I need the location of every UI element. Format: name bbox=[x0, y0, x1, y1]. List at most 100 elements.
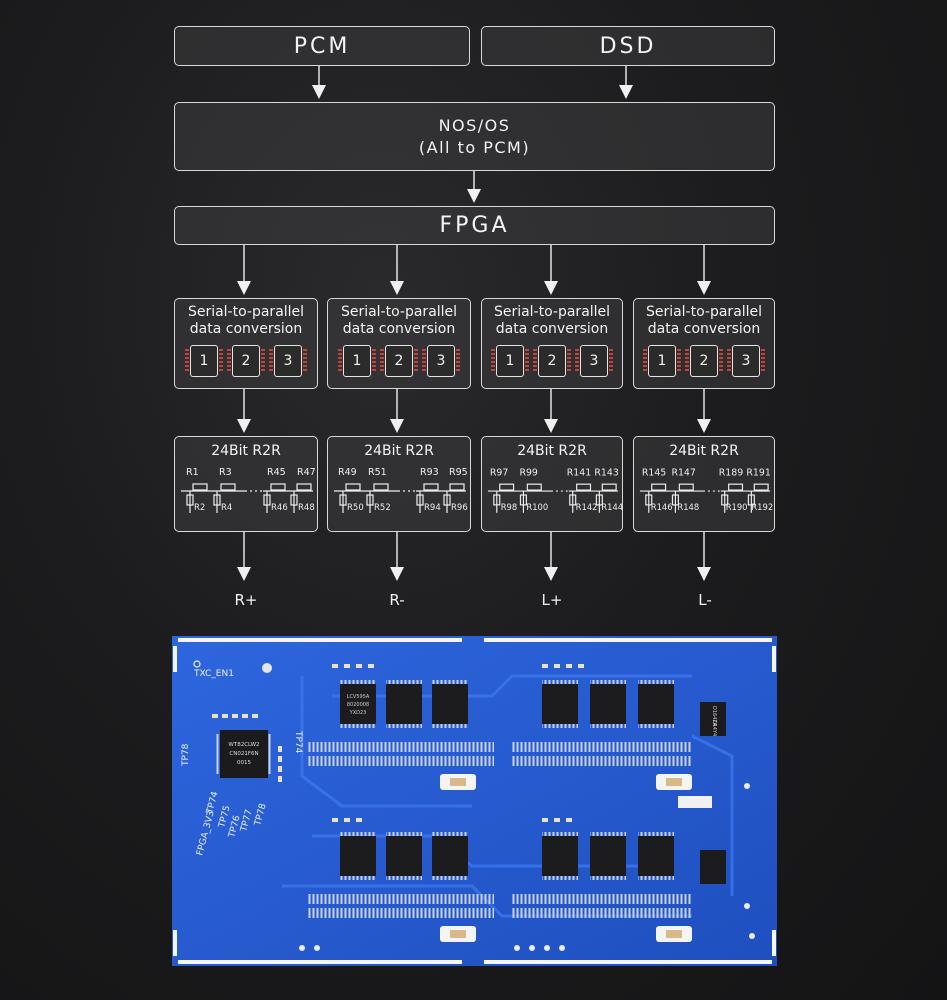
converter-subtitle: data conversion bbox=[189, 321, 303, 337]
fpga-mark-text: 0015 bbox=[237, 760, 251, 766]
fpga-mark-text: WT82CLW2 bbox=[228, 742, 259, 748]
dsd-label: DSD bbox=[599, 33, 657, 59]
r2r-ladder-diagram: R145 R147 R189 R191 R146 R148 R190 R192 bbox=[639, 467, 773, 513]
resistor-label: R45 bbox=[267, 467, 286, 478]
mounting-pad bbox=[262, 663, 272, 673]
r2r-title: 24Bit R2R bbox=[517, 443, 587, 459]
resistor-label: R99 bbox=[519, 467, 537, 478]
r2r-ladder-diagram: R49 R51 R93 R95 R50 R52 R94 R96 bbox=[334, 467, 468, 513]
crystal-oscillators bbox=[440, 774, 692, 942]
resistor-label: R95 bbox=[449, 467, 468, 478]
shift-register-chip: 2 bbox=[685, 345, 723, 377]
ladder-rail bbox=[181, 483, 313, 513]
ladder-rail bbox=[334, 483, 466, 513]
silk-label: TXC_EN1 bbox=[193, 669, 234, 679]
shift-register-chip: 3 bbox=[422, 345, 460, 377]
resistor-label: R192 bbox=[751, 502, 773, 512]
resistor-label: R97 bbox=[490, 467, 508, 478]
shift-register-chip: 3 bbox=[269, 345, 307, 377]
resistor-label: R143 bbox=[594, 467, 618, 478]
ladder-rail bbox=[487, 483, 619, 513]
resistor-label: R189 bbox=[719, 467, 743, 478]
converter-title: Serial-to-parallel bbox=[645, 304, 763, 320]
shift-register-chip: 2 bbox=[533, 345, 571, 377]
fpga-mark-text: CN021F6N bbox=[229, 751, 258, 757]
resistor-label: R100 bbox=[526, 502, 548, 512]
smd-components bbox=[212, 664, 584, 822]
resistor-label: R96 bbox=[451, 503, 468, 513]
resistor-label: R141 bbox=[567, 467, 591, 478]
shift-register-chip: 2 bbox=[380, 345, 418, 377]
output-label-r-minus: R- bbox=[389, 591, 405, 609]
silk-label: TP78 bbox=[181, 743, 191, 767]
shift-register-chip: 3 bbox=[727, 345, 765, 377]
fiducial-mark bbox=[193, 660, 201, 668]
nos-os-label: NOS/OS bbox=[438, 115, 511, 135]
nos-os-box: NOS/OS (All to PCM) bbox=[174, 102, 775, 171]
r2r-ladder-diagram: R97 R99 R141 R143 R98 R100 R142 R144 bbox=[487, 467, 623, 513]
resistor-label: R51 bbox=[368, 467, 387, 478]
chip-mark: YXD23 bbox=[349, 710, 367, 716]
resistor-label: R191 bbox=[746, 467, 770, 478]
shift-register-chip: 3 bbox=[575, 345, 613, 377]
chip-mark: LCV595A bbox=[347, 694, 370, 700]
r2r-box-3: 24Bit R2R R97 R99 R141 R143 R98 R100 R14… bbox=[481, 436, 623, 532]
fpga-label: FPGA bbox=[439, 213, 510, 238]
resistor-network-strips bbox=[308, 742, 692, 918]
resistor-label: R2 bbox=[194, 503, 205, 513]
resistor-label: R145 bbox=[642, 467, 666, 478]
flow-arrows bbox=[237, 66, 711, 581]
output-driver-chips: D1642A CR4Y4 bbox=[678, 702, 726, 884]
board-edge-marks bbox=[173, 638, 776, 964]
converter-subtitle: data conversion bbox=[647, 321, 761, 337]
driver-mark: D1642A bbox=[711, 706, 717, 727]
output-label-l-minus: L- bbox=[698, 591, 712, 609]
resistor-label: R94 bbox=[424, 503, 441, 513]
pcm-label: PCM bbox=[293, 33, 351, 59]
resistor-label: R144 bbox=[601, 502, 623, 512]
resistor-label: R47 bbox=[297, 467, 316, 478]
r2r-box-2: 24Bit R2R R49 R51 R93 R95 R50 R52 R94 R9… bbox=[327, 436, 471, 532]
r2r-box-1: 24Bit R2R R1 R3 R45 R47 R2 R4 R46 R48 bbox=[174, 436, 318, 532]
resistor-label: R48 bbox=[298, 503, 315, 513]
converter-title: Serial-to-parallel bbox=[340, 304, 458, 320]
resistor-label: R142 bbox=[576, 502, 598, 512]
shift-register-chips-top-right bbox=[542, 680, 674, 728]
silk-label: TP74 bbox=[293, 730, 303, 754]
shift-register-chip: 1 bbox=[643, 345, 681, 377]
nos-os-sublabel: (All to PCM) bbox=[418, 137, 531, 157]
converter-subtitle: data conversion bbox=[495, 321, 609, 337]
resistor-label: R190 bbox=[726, 502, 748, 512]
r2r-title: 24Bit R2R bbox=[669, 443, 739, 459]
output-label-l-plus: L+ bbox=[541, 591, 563, 609]
ladder-rail bbox=[639, 483, 771, 513]
r2r-box-4: 24Bit R2R R145 R147 R189 R191 R146 R148 … bbox=[633, 436, 775, 532]
pcm-input-box: PCM bbox=[174, 26, 470, 66]
resistor-label: R93 bbox=[420, 467, 439, 478]
fpga-chip: WT82CLW2 CN021F6N 0015 bbox=[216, 730, 272, 778]
shift-register-chip: 1 bbox=[338, 345, 376, 377]
resistor-label: R148 bbox=[677, 502, 699, 512]
resistor-label: R147 bbox=[671, 467, 695, 478]
resistor-label: R46 bbox=[271, 503, 288, 513]
r2r-title: 24Bit R2R bbox=[211, 443, 281, 459]
chip-mark: 8020008 bbox=[347, 702, 369, 708]
r2r-title: 24Bit R2R bbox=[364, 443, 434, 459]
converter-title: Serial-to-parallel bbox=[493, 304, 611, 320]
shift-register-chip: 2 bbox=[227, 345, 265, 377]
shift-register-chips-top-left: LCV595A 8020008 YXD23 bbox=[340, 680, 468, 728]
converter-title: Serial-to-parallel bbox=[187, 304, 305, 320]
output-label-r-plus: R+ bbox=[234, 591, 258, 609]
resistor-label: R52 bbox=[374, 503, 391, 513]
resistor-label: R50 bbox=[347, 503, 364, 513]
r2r-ladder-diagram: R1 R3 R45 R47 R2 R4 R46 R48 bbox=[181, 467, 316, 513]
resistor-label: R49 bbox=[338, 467, 357, 478]
resistor-label: R4 bbox=[221, 503, 232, 513]
resistor-label: R98 bbox=[501, 502, 517, 512]
shift-register-chip: 1 bbox=[491, 345, 529, 377]
pcb-board-image: WT82CLW2 CN021F6N 0015 TXC_EN1 TP78 FPGA… bbox=[172, 636, 777, 966]
shift-register-chip: 1 bbox=[185, 345, 223, 377]
